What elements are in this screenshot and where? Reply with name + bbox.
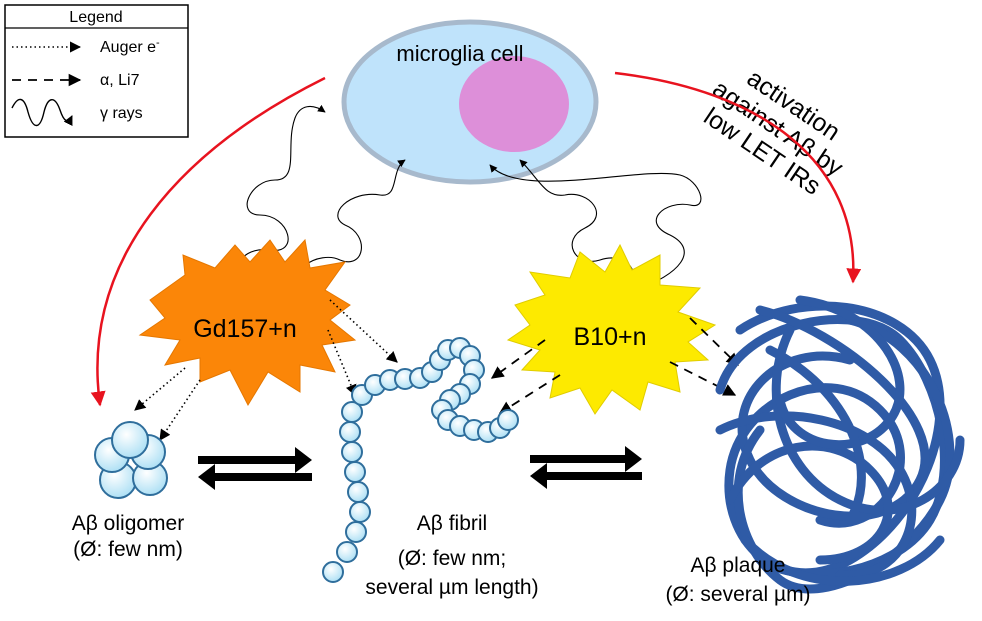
fibril-bead bbox=[336, 541, 358, 563]
svg-text:(Ø: few nm;: (Ø: few nm; bbox=[398, 547, 507, 570]
legend-item-alpha: α, Li7 bbox=[100, 72, 140, 89]
svg-text:Aβ plaque: Aβ plaque bbox=[691, 554, 786, 577]
fibril-label: Aβ fibril (Ø: few nm; several µm length) bbox=[365, 512, 538, 599]
fibril-bead bbox=[341, 441, 363, 463]
svg-text:(Ø: several µm): (Ø: several µm) bbox=[665, 583, 810, 606]
oligomer-label: Aβ oligomer (Ø: few nm) bbox=[72, 512, 184, 561]
red-arrow-left bbox=[90, 76, 326, 407]
plaque-label: Aβ plaque (Ø: several µm) bbox=[665, 554, 810, 606]
svg-text:Aβ oligomer: Aβ oligomer bbox=[72, 512, 184, 535]
fibril-bead bbox=[341, 401, 363, 423]
oligomer bbox=[94, 421, 168, 499]
legend-item-gamma: γ rays bbox=[100, 105, 143, 122]
fibril-bead bbox=[339, 421, 361, 443]
legend-item-auger: Auger e- bbox=[100, 37, 160, 56]
red-arrow-right bbox=[614, 71, 862, 284]
fibril-bead bbox=[347, 481, 369, 503]
cell-nucleus bbox=[459, 56, 569, 152]
equilibrium-arrows-left bbox=[198, 447, 312, 490]
gd-reaction-star: Gd157+n bbox=[138, 238, 357, 407]
gd-label: Gd157+n bbox=[193, 315, 297, 343]
legend-wavy-arrow bbox=[11, 98, 73, 127]
svg-text:(Ø: few nm): (Ø: few nm) bbox=[73, 538, 183, 561]
b-reaction-star: B10+n bbox=[506, 243, 717, 415]
b-label: B10+n bbox=[574, 323, 647, 351]
auger-arrows bbox=[134, 299, 398, 441]
svg-text:Aβ fibril: Aβ fibril bbox=[417, 512, 487, 535]
alpha-arrows bbox=[490, 317, 739, 414]
svg-text:several µm length): several µm length) bbox=[365, 576, 538, 599]
fibril-bead bbox=[345, 521, 367, 543]
legend: Legend Auger e- α, Li7 γ rays bbox=[4, 4, 189, 138]
cell-label: microglia cell bbox=[396, 41, 523, 66]
fibril-chain bbox=[322, 337, 519, 583]
legend-title: Legend bbox=[69, 9, 122, 26]
fibril-bead bbox=[322, 561, 344, 583]
fibril-bead bbox=[349, 501, 371, 523]
equilibrium-arrows-right bbox=[530, 446, 642, 489]
plaque-tangle bbox=[715, 295, 965, 594]
microglia-cell: microglia cell bbox=[341, 19, 599, 185]
fibril-bead bbox=[497, 409, 519, 431]
fibril-bead bbox=[344, 461, 366, 483]
